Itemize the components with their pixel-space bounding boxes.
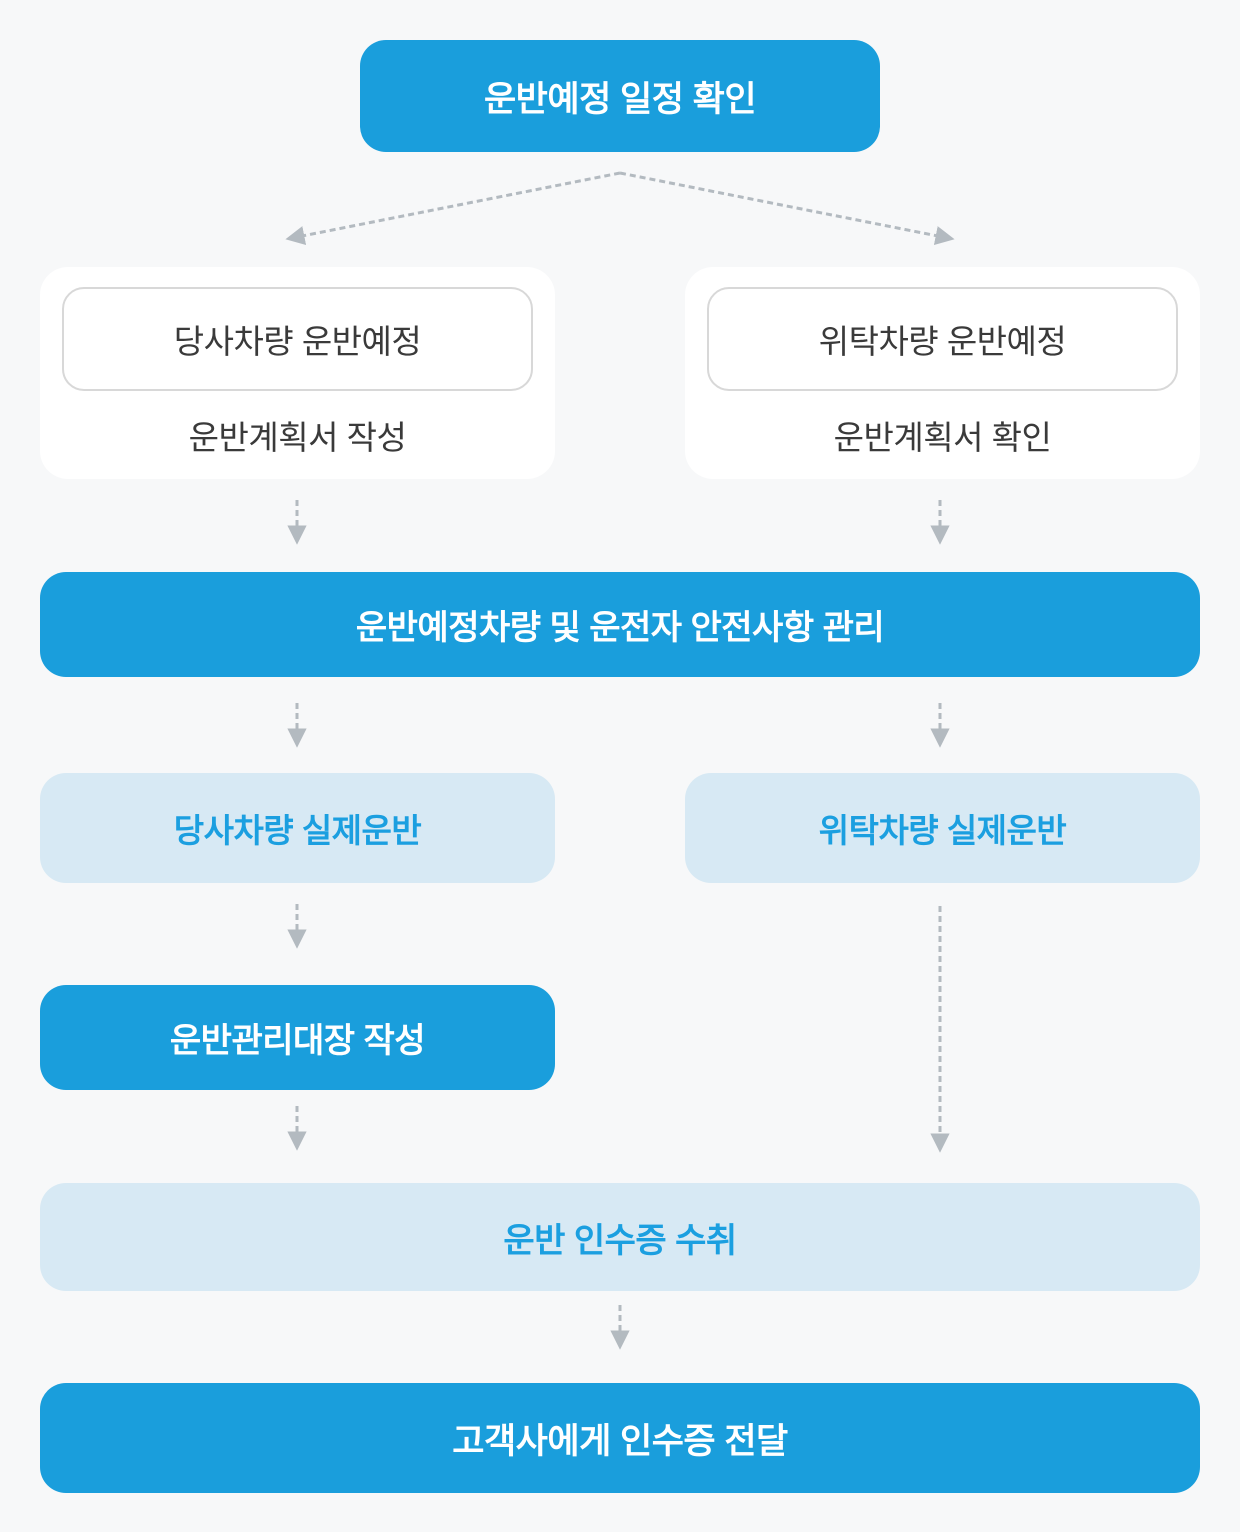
- node-consigned-vehicle-transport: 위탁차량 실제운반: [685, 773, 1200, 883]
- consigned-vehicle-plan-tag-label: 위탁차량 운반예정: [818, 323, 1067, 360]
- consigned-vehicle-plan-tag: 위탁차량 운반예정: [707, 287, 1178, 391]
- arrow-branch-left-icon: [285, 171, 621, 245]
- node-schedule-check: 운반예정 일정 확인: [360, 40, 880, 152]
- consigned-vehicle-plan-label: 운반계획서 확인: [833, 419, 1052, 456]
- own-vehicle-transport-label: 당사차량 실제운반: [173, 812, 422, 849]
- transport-ledger-label: 운반관리대장 작성: [169, 1022, 426, 1060]
- safety-management-label: 운반예정차량 및 운전자 안전사항 관리: [355, 609, 885, 647]
- receipt-delivery-label: 고객사에게 인수증 전달: [452, 1421, 788, 1461]
- node-consigned-vehicle-plan: 위탁차량 운반예정 운반계획서 확인: [685, 267, 1200, 479]
- node-receipt-collection: 운반 인수증 수취: [40, 1183, 1200, 1291]
- node-own-vehicle-plan: 당사차량 운반예정 운반계획서 작성: [40, 267, 555, 479]
- consigned-vehicle-transport-label: 위탁차량 실제운반: [818, 812, 1067, 849]
- node-own-vehicle-transport: 당사차량 실제운반: [40, 773, 555, 883]
- receipt-collection-label: 운반 인수증 수취: [503, 1221, 737, 1260]
- own-vehicle-plan-label: 운반계획서 작성: [188, 419, 407, 456]
- node-receipt-delivery: 고객사에게 인수증 전달: [40, 1383, 1200, 1493]
- arrow-branch-right-icon: [619, 171, 955, 245]
- schedule-check-label: 운반예정 일정 확인: [483, 79, 757, 119]
- node-safety-management: 운반예정차량 및 운전자 안전사항 관리: [40, 572, 1200, 677]
- own-vehicle-plan-tag: 당사차량 운반예정: [62, 287, 533, 391]
- own-vehicle-plan-tag-label: 당사차량 운반예정: [173, 323, 422, 360]
- node-transport-ledger: 운반관리대장 작성: [40, 985, 555, 1090]
